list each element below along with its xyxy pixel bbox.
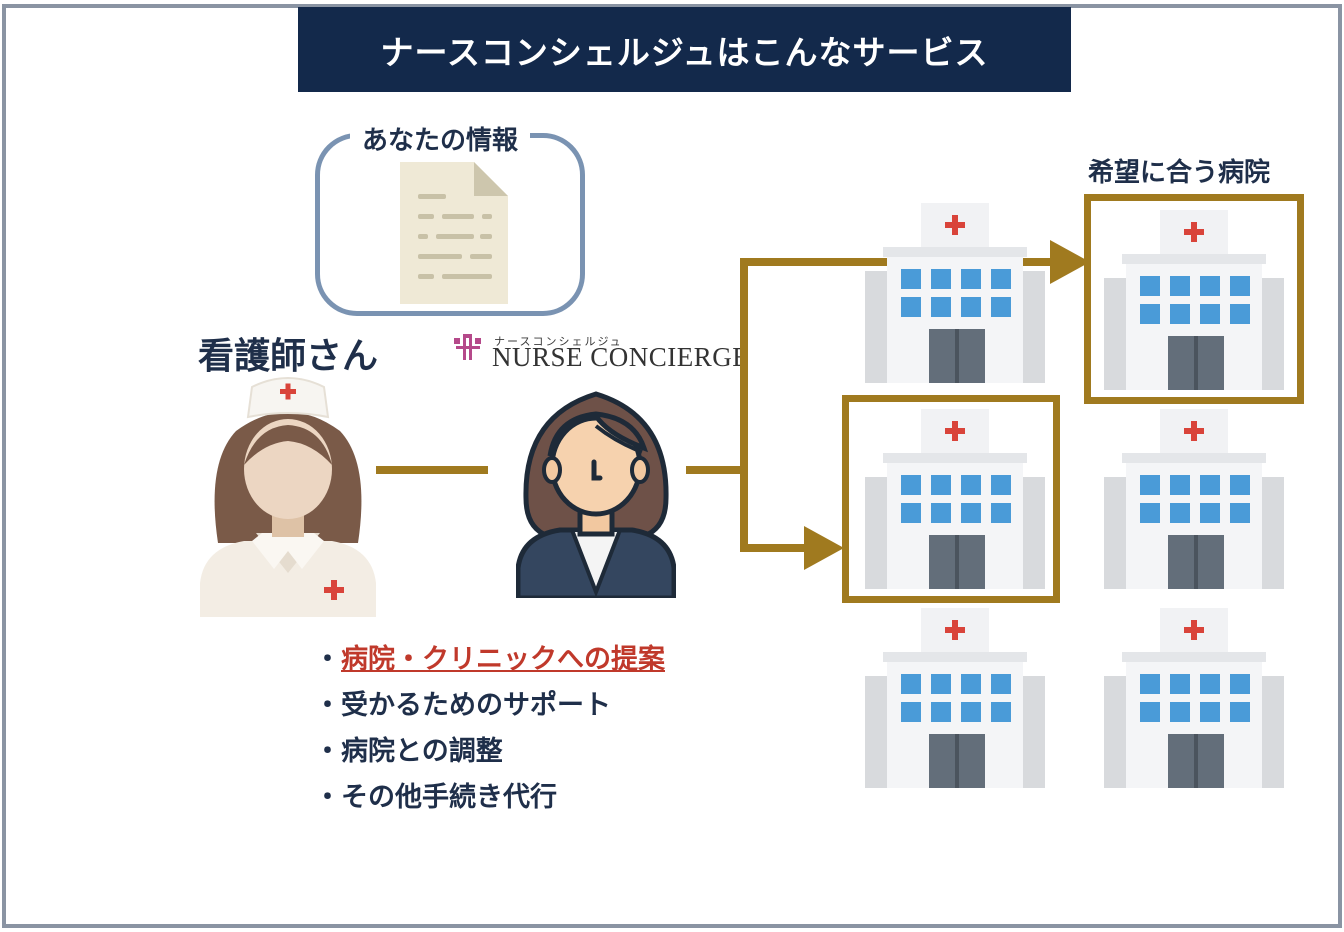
bullet: ・ <box>314 690 341 721</box>
connector-line <box>686 466 748 474</box>
service-list: ・病院・クリニックへの提案 ・受かるためのサポート ・病院との調整 ・その他手続… <box>314 640 665 824</box>
hospital-icon <box>865 608 1045 788</box>
connector-line <box>376 466 488 474</box>
logo-wordmark: NURSE CONCIERGE <box>492 342 750 372</box>
matched-hospital-box <box>842 395 1060 603</box>
list-item: ・その他手続き代行 <box>314 778 665 824</box>
hospital-icon <box>1104 409 1284 589</box>
logo-mark-icon <box>454 334 481 360</box>
service-item: その他手続き代行 <box>341 782 557 813</box>
service-item-proposal-link[interactable]: 病院・クリニックへの提案 <box>341 644 665 675</box>
service-item: 受かるためのサポート <box>341 690 611 721</box>
logo-subtitle: ナースコンシェルジュ <box>494 335 623 348</box>
nurse-icon <box>200 377 376 617</box>
service-item: 病院との調整 <box>341 736 503 767</box>
hospital-icon <box>865 203 1045 383</box>
list-item: ・病院との調整 <box>314 732 665 778</box>
matching-hospital-label: 希望に合う病院 <box>1088 158 1271 188</box>
bullet: ・ <box>314 736 341 767</box>
info-box-label: あなたの情報 <box>350 120 531 157</box>
connector-line <box>740 258 748 552</box>
consultant-icon <box>516 391 676 598</box>
nurse-label: 看護師さん <box>198 336 379 377</box>
hospital-icon <box>865 409 1045 589</box>
bullet: ・ <box>314 644 341 675</box>
list-item: ・病院・クリニックへの提案 <box>314 640 665 686</box>
outer-frame <box>2 4 1342 928</box>
matched-hospital-box <box>1084 194 1304 404</box>
page-title: ナースコンシェルジュはこんなサービス <box>298 7 1071 92</box>
document-icon <box>400 162 508 304</box>
connector-line <box>740 544 808 552</box>
list-item: ・受かるためのサポート <box>314 686 665 732</box>
arrow-head-icon <box>1050 240 1090 284</box>
arrow-head-icon <box>804 526 844 570</box>
hospital-icon <box>1104 608 1284 788</box>
bullet: ・ <box>314 782 341 813</box>
hospital-icon <box>1104 210 1284 390</box>
